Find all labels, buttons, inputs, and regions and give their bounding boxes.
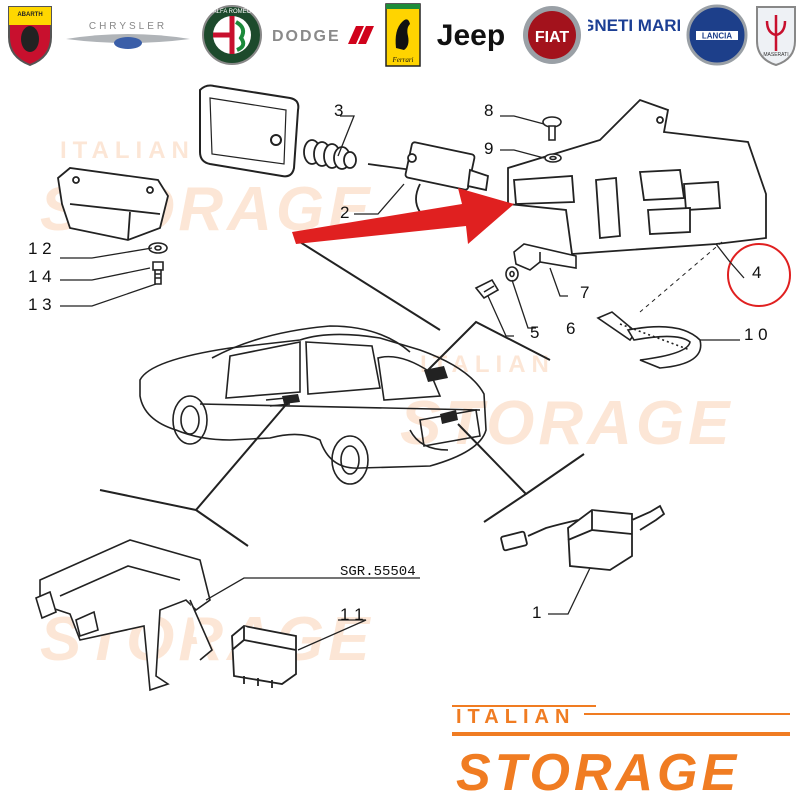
car-locator-trunk-marker — [440, 410, 458, 424]
callout-1: 1 — [532, 603, 541, 622]
svg-text:ITALIAN: ITALIAN — [60, 137, 195, 164]
part-10-cable-tie — [596, 311, 702, 369]
svg-text:Jeep: Jeep — [437, 19, 505, 52]
part-4-bracket — [507, 98, 767, 255]
svg-text:Ferrari: Ferrari — [392, 56, 414, 64]
callout-7: 7 — [580, 283, 589, 302]
part-13-screw — [152, 261, 164, 285]
lancia-shield-icon: LANCIA — [685, 0, 749, 70]
part-3-spring — [303, 139, 357, 170]
svg-text:STORAGE: STORAGE — [400, 389, 733, 458]
part-5-screw — [474, 278, 500, 300]
callout-11: 1 1 — [340, 605, 364, 624]
callout-5: 5 — [530, 323, 539, 342]
callout-3: 3 — [334, 101, 343, 120]
svg-text:MAGNETI MARELLI: MAGNETI MARELLI — [588, 16, 680, 35]
svg-text:ALFA ROMEO: ALFA ROMEO — [213, 9, 252, 15]
car-locator-door-marker — [282, 394, 300, 404]
callout-leaders — [60, 115, 745, 651]
gasket-frame — [199, 84, 300, 178]
svg-text:DODGE: DODGE — [272, 28, 341, 45]
magneti-marelli-wordmark-icon: MAGNETI MARELLI — [588, 0, 680, 70]
lower-bracket — [35, 539, 213, 692]
callout-2: 2 — [340, 203, 349, 222]
part-9-washer — [544, 153, 562, 163]
alfa-romeo-roundel-icon: ALFA ROMEO — [200, 0, 264, 70]
chrysler-wings-icon: CHRYSLER — [62, 0, 194, 70]
callout-14: 1 4 — [28, 267, 52, 286]
maserati-trident-icon: MASERATI — [752, 0, 800, 70]
car-locator-rear-marker — [424, 366, 448, 382]
part-12-control-unit — [57, 167, 169, 241]
fiat-badge-icon: FIAT — [520, 0, 584, 70]
part-7-clip — [513, 243, 577, 271]
abarth-scorpion-shield-icon: ABARTH — [0, 0, 60, 70]
svg-text:MASERATI: MASERATI — [763, 52, 788, 58]
jeep-wordmark-icon: Jeep — [428, 0, 514, 70]
part-6-nut — [505, 266, 519, 282]
highlight-arrow — [292, 188, 514, 244]
part-11-relay — [231, 625, 297, 688]
svg-text:ABARTH: ABARTH — [17, 12, 42, 18]
svg-text:ITALIAN: ITALIAN — [456, 706, 575, 728]
callout-6: 6 — [566, 319, 575, 338]
brand-logo-bar: ABARTH CHRYSLER ALFA ROMEO DODGE Fe — [0, 0, 800, 70]
svg-text:LANCIA: LANCIA — [702, 32, 732, 41]
reference-code-label: SGR.55504 — [340, 564, 416, 580]
sedan-car-outline — [139, 325, 487, 485]
callout-12: 1 2 — [28, 239, 52, 258]
svg-text:CHRYSLER: CHRYSLER — [89, 21, 167, 32]
callout-4: 4 — [752, 263, 761, 282]
callout-10: 1 0 — [744, 325, 768, 344]
svg-text:FIAT: FIAT — [535, 29, 570, 46]
part-8-screw — [542, 116, 562, 141]
ferrari-prancing-horse-icon: Ferrari — [383, 0, 423, 70]
callout-9: 9 — [484, 139, 493, 158]
assembly-dashed-line — [639, 241, 723, 313]
callout-8: 8 — [484, 101, 493, 120]
callout-4-highlight-circle — [727, 243, 791, 307]
svg-text:STORAGE: STORAGE — [456, 744, 740, 800]
callout-13: 1 3 — [28, 295, 52, 314]
dodge-wordmark-icon: DODGE — [268, 0, 378, 70]
italian-storage-logo: ITALIAN STORAGE — [452, 705, 790, 800]
part-1-lock-actuator — [500, 504, 666, 571]
locator-lines — [99, 241, 585, 547]
